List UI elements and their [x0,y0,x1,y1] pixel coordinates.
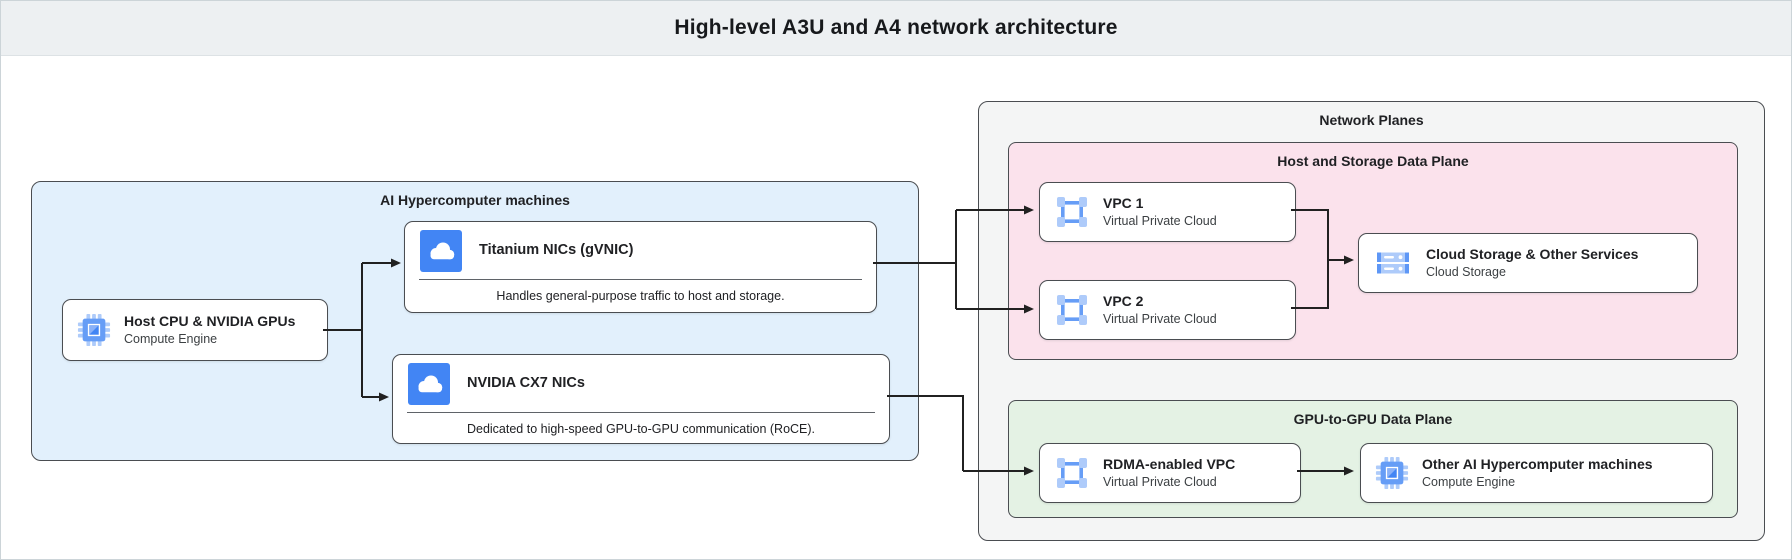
cloud-storage-icon [1373,246,1413,280]
title-bar: High-level A3U and A4 network architectu… [1,1,1791,56]
node-title: Host CPU & NVIDIA GPUs [124,312,296,329]
node-title: RDMA-enabled VPC [1103,455,1236,472]
nic-cloud-icon [420,229,462,272]
page-title: High-level A3U and A4 network architectu… [674,16,1118,39]
node-title: VPC 1 [1103,194,1144,211]
node-vpc-2: VPC 2 Virtual Private Cloud [1039,280,1296,340]
node-host-cpu-gpus: Host CPU & NVIDIA GPUs Compute Engine [62,299,328,361]
node-rdma-enabled-vpc: RDMA-enabled VPC Virtual Private Cloud [1039,443,1301,503]
node-subtitle: Virtual Private Cloud [1103,475,1217,490]
compute-engine-icon [1375,456,1409,490]
node-vpc-1: VPC 1 Virtual Private Cloud [1039,182,1296,242]
group-gpu-to-gpu-data-plane: GPU-to-GPU Data Plane [1008,400,1738,518]
node-subtitle: Virtual Private Cloud [1103,214,1217,229]
node-title: VPC 2 [1103,292,1144,309]
plane-label: GPU-to-GPU Data Plane [1293,411,1453,427]
nic-cloud-icon [408,362,450,405]
node-title: Other AI Hypercomputer machines [1422,455,1653,472]
node-description: Handles general-purpose traffic to host … [496,289,785,303]
node-subtitle: Compute Engine [1422,475,1516,490]
node-subtitle: Virtual Private Cloud [1103,312,1217,327]
node-subtitle: Compute Engine [124,332,218,347]
node-title: NVIDIA CX7 NICs [467,375,585,392]
node-description: Dedicated to high-speed GPU-to-GPU commu… [466,422,816,436]
node-cloud-storage: Cloud Storage & Other Services Cloud Sto… [1358,233,1698,293]
divider [419,279,862,280]
vpc-icon [1054,455,1090,491]
plane-label: Host and Storage Data Plane [1277,153,1469,169]
vpc-icon [1054,292,1090,328]
node-other-ai-hypercomputer-machines: Other AI Hypercomputer machines Compute … [1360,443,1713,503]
node-subtitle: Cloud Storage [1426,265,1506,280]
node-title: Titanium NICs (gVNIC) [479,242,634,259]
node-nvidia-cx7-nics: NVIDIA CX7 NICs Dedicated to high-speed … [392,354,890,444]
group-ai-hypercomputer-machines: AI Hypercomputer machines Hos [31,181,919,461]
node-titanium-nics: Titanium NICs (gVNIC) Handles general-pu… [404,221,877,313]
group-host-storage-data-plane: Host and Storage Data Plane [1008,142,1738,360]
vpc-icon [1054,194,1090,230]
node-title: Cloud Storage & Other Services [1426,245,1639,262]
divider [407,412,875,413]
group-ai-machines-label: AI Hypercomputer machines [380,192,570,208]
group-network-planes: Network Planes Host and Storage Data Pla… [978,101,1765,541]
group-network-planes-label: Network Planes [1319,112,1424,128]
compute-engine-icon [77,313,111,347]
